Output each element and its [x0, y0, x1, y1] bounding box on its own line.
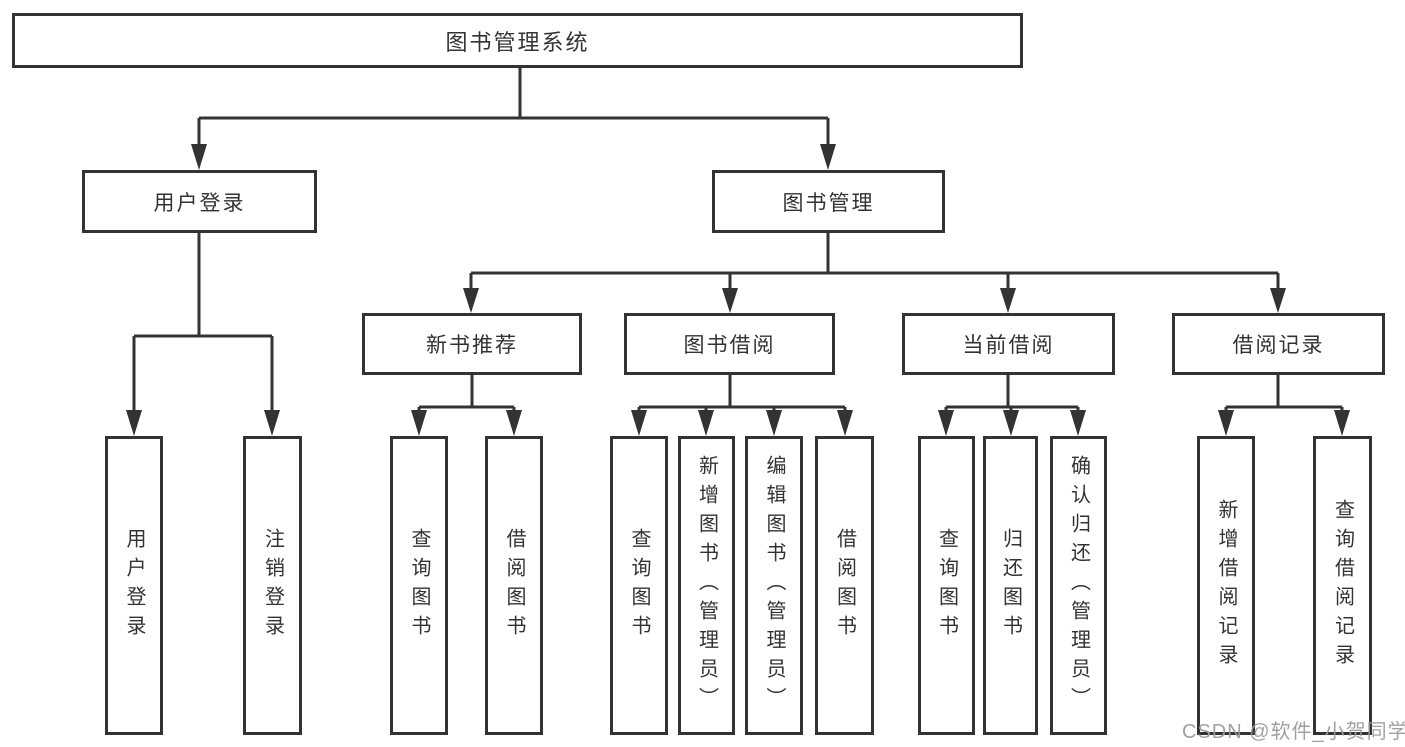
leaf-borrow-books-recommend-label: 借阅图书 — [503, 527, 525, 644]
leaf-edit-book-admin-label: 编辑图书（管理员） — [763, 455, 785, 716]
leaf-query-books-recommend-label: 查询图书 — [408, 527, 430, 644]
leaf-user-login: 用户登录 — [105, 436, 163, 735]
node-book-borrow: 图书借阅 — [624, 313, 835, 375]
leaf-user-login-label: 用户登录 — [123, 527, 145, 644]
leaf-add-book-admin-label: 新增图书（管理员） — [695, 455, 718, 716]
leaf-logout-label: 注销登录 — [261, 527, 284, 644]
leaf-return-book: 归还图书 — [983, 436, 1038, 735]
leaf-borrow-books-borrow-label: 借阅图书 — [833, 527, 856, 644]
node-book-management: 图书管理 — [712, 170, 945, 233]
leaf-query-books-borrow: 查询图书 — [610, 436, 668, 735]
leaf-borrow-books-borrow: 借阅图书 — [815, 436, 874, 735]
node-current-borrow: 当前借阅 — [902, 313, 1115, 375]
leaf-confirm-return-admin: 确认归还（管理员） — [1050, 436, 1107, 735]
leaf-query-borrow-record-label: 查询借阅记录 — [1331, 498, 1354, 673]
node-new-book-recommend: 新书推荐 — [362, 313, 582, 375]
leaf-add-borrow-record: 新增借阅记录 — [1197, 436, 1255, 735]
leaf-query-books-borrow-label: 查询图书 — [628, 527, 650, 644]
leaf-add-book-admin: 新增图书（管理员） — [678, 436, 735, 735]
node-borrow-records: 借阅记录 — [1172, 313, 1385, 375]
leaf-query-books-recommend: 查询图书 — [390, 436, 448, 735]
node-root-library-system: 图书管理系统 — [12, 13, 1023, 68]
leaf-add-borrow-record-label: 新增借阅记录 — [1215, 498, 1237, 673]
leaf-borrow-books-recommend: 借阅图书 — [485, 436, 543, 735]
leaf-logout: 注销登录 — [243, 436, 302, 735]
csdn-watermark: CSDN @软件_小贺同学 — [1182, 721, 1405, 743]
leaf-confirm-return-admin-label: 确认归还（管理员） — [1067, 455, 1090, 716]
leaf-query-books-current: 查询图书 — [918, 436, 975, 735]
node-user-login: 用户登录 — [82, 170, 317, 233]
leaf-edit-book-admin: 编辑图书（管理员） — [745, 436, 803, 735]
leaf-query-books-current-label: 查询图书 — [935, 527, 958, 644]
leaf-query-borrow-record: 查询借阅记录 — [1313, 436, 1372, 735]
leaf-return-book-label: 归还图书 — [999, 527, 1022, 644]
